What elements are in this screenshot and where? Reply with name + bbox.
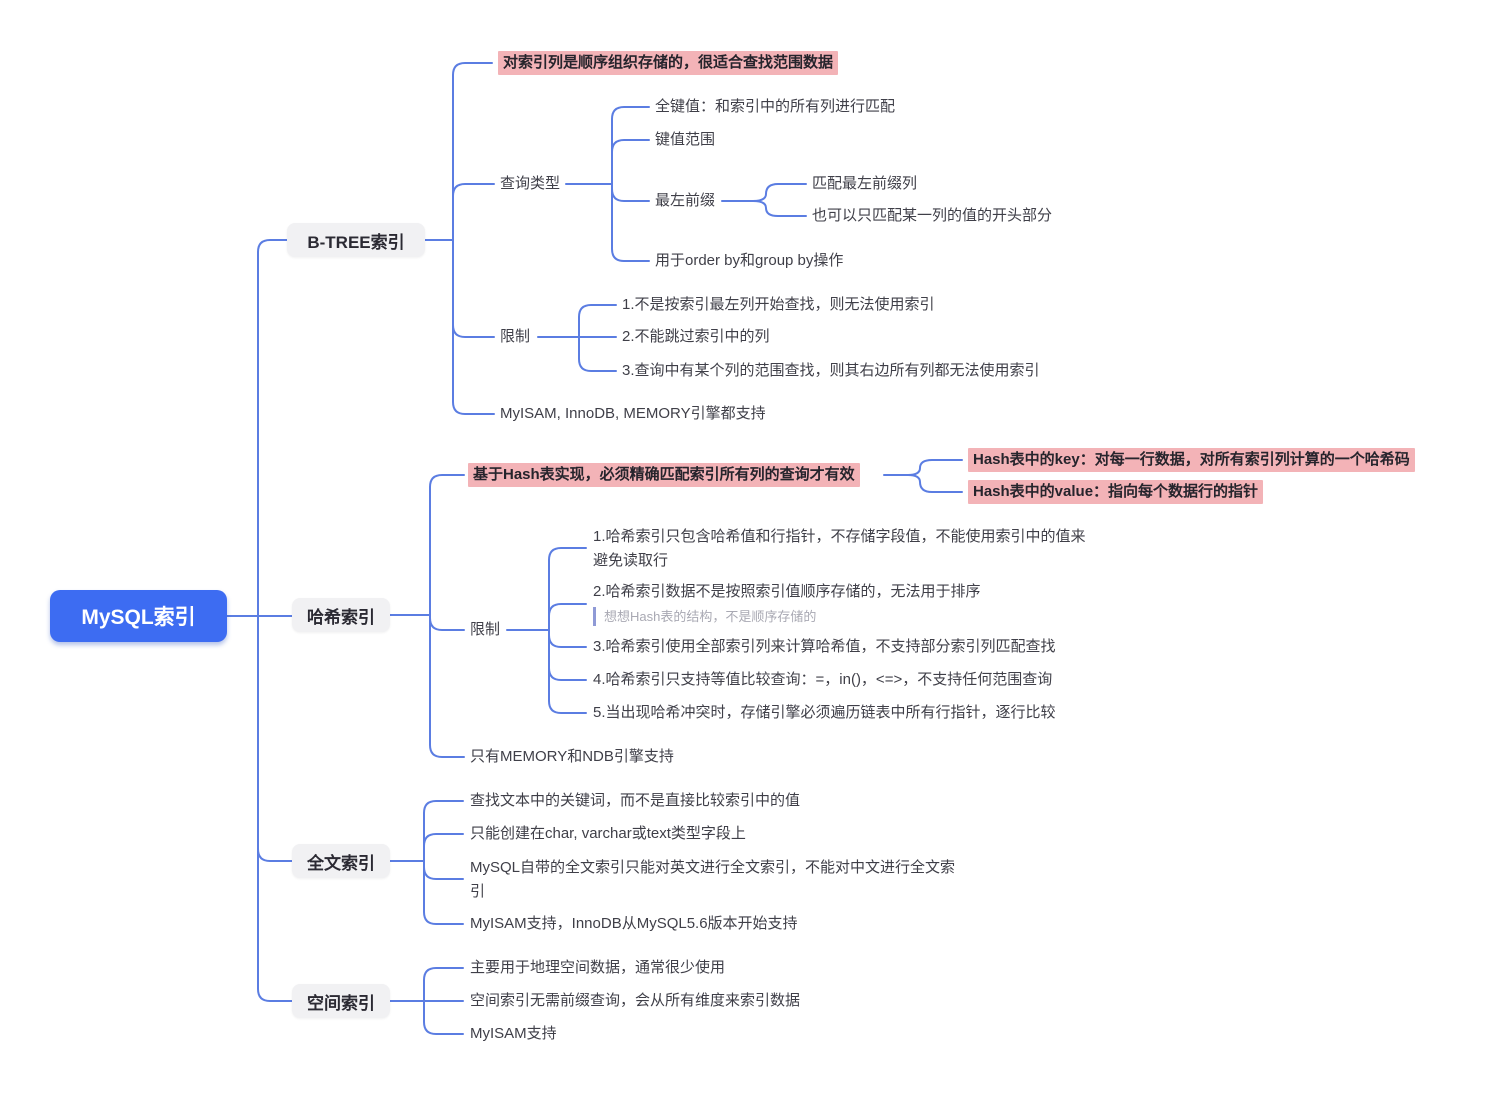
btree-query-order-group[interactable]: 用于order by和group by操作 [655, 252, 844, 269]
hash-limit-2[interactable]: 2.哈希索引数据不是按照索引值顺序存储的，无法用于排序 [593, 583, 981, 600]
hash-limit-2-note[interactable]: 想想Hash表的结构，不是顺序存储的 [593, 607, 816, 626]
fulltext-item-2[interactable]: 只能创建在char, varchar或text类型字段上 [470, 825, 746, 842]
spatial-item-1[interactable]: 主要用于地理空间数据，通常很少使用 [470, 959, 726, 976]
hash-limit-label[interactable]: 限制 [470, 621, 501, 638]
leftmost-match-column[interactable]: 匹配最左前缀列 [812, 175, 918, 192]
hash-limit-4[interactable]: 4.哈希索引只支持等值比较查询：=，in()，<=>，不支持任何范围查询 [593, 671, 1053, 688]
btree-query-type-label[interactable]: 查询类型 [500, 175, 561, 192]
hash-limit-3[interactable]: 3.哈希索引使用全部索引列来计算哈希值，不支持部分索引列匹配查找 [593, 638, 1056, 655]
root-node-mysql-index[interactable]: MySQL索引 [50, 590, 227, 642]
btree-limit-3[interactable]: 3.查询中有某个列的范围查找，则其右边所有列都无法使用索引 [622, 362, 1040, 379]
branch-node-btree[interactable]: B-TREE索引 [287, 223, 425, 257]
spatial-item-3[interactable]: MyISAM支持 [470, 1025, 557, 1042]
leftmost-match-head[interactable]: 也可以只匹配某一列的值的开头部分 [812, 207, 1053, 224]
hash-limit-1[interactable]: 1.哈希索引只包含哈希值和行指针，不存储字段值，不能使用索引中的值来避免读取行 [593, 528, 1086, 569]
hash-engines[interactable]: 只有MEMORY和NDB引擎支持 [470, 748, 674, 765]
btree-query-leftmost-prefix[interactable]: 最左前缀 [655, 192, 716, 209]
hash-limit-5[interactable]: 5.当出现哈希冲突时，存储引擎必须遍历链表中所有行指针，逐行比较 [593, 704, 1056, 721]
hash-value-desc[interactable]: Hash表中的value：指向每个数据行的指针 [968, 480, 1264, 504]
fulltext-item-1[interactable]: 查找文本中的关键词，而不是直接比较索引中的值 [470, 792, 801, 809]
btree-limit-1[interactable]: 1.不是按索引最左列开始查找，则无法使用索引 [622, 296, 935, 313]
btree-limit-label[interactable]: 限制 [500, 328, 531, 345]
btree-limit-2[interactable]: 2.不能跳过索引中的列 [622, 328, 770, 345]
hash-highlight[interactable]: 基于Hash表实现，必须精确匹配索引所有列的查询才有效 [468, 463, 860, 487]
branch-node-fulltext[interactable]: 全文索引 [292, 844, 390, 878]
btree-query-full-key[interactable]: 全键值：和索引中的所有列进行匹配 [655, 98, 896, 115]
branch-node-spatial[interactable]: 空间索引 [292, 984, 390, 1018]
btree-highlight[interactable]: 对索引列是顺序组织存储的，很适合查找范围数据 [498, 51, 839, 75]
btree-query-key-range[interactable]: 键值范围 [655, 131, 716, 148]
btree-engines[interactable]: MyISAM, InnoDB, MEMORY引擎都支持 [500, 405, 766, 422]
fulltext-item-3[interactable]: MySQL自带的全文索引只能对英文进行全文索引，不能对中文进行全文索引 [470, 859, 956, 900]
spatial-item-2[interactable]: 空间索引无需前缀查询，会从所有维度来索引数据 [470, 992, 801, 1009]
hash-key-desc[interactable]: Hash表中的key：对每一行数据，对所有索引列计算的一个哈希码 [968, 448, 1415, 472]
fulltext-item-4[interactable]: MyISAM支持，InnoDB从MySQL5.6版本开始支持 [470, 915, 798, 932]
branch-node-hash[interactable]: 哈希索引 [292, 598, 390, 632]
